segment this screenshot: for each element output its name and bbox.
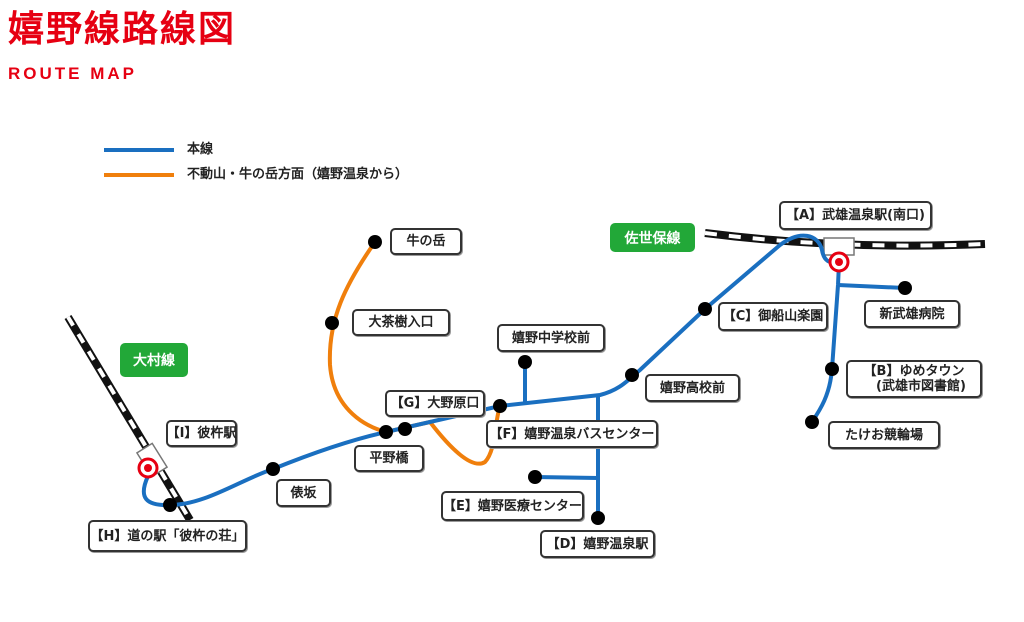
stop-dot-chugakko xyxy=(518,355,532,369)
stop-label-chugakko[interactable]: 嬉野中学校前 xyxy=(497,324,605,352)
legend-main-line-swatch xyxy=(104,148,174,152)
stop-label-ochaki[interactable]: 大茶樹入口 xyxy=(352,309,450,336)
stop-dot-d xyxy=(591,511,605,525)
stop-dot-ushinodake xyxy=(368,235,382,249)
stop-dot-b xyxy=(825,362,839,376)
stop-dot-koko xyxy=(625,368,639,382)
main-line-route xyxy=(141,233,906,518)
stop-dot-tawarazaka xyxy=(266,462,280,476)
stop-label-b-line1: 【B】ゆめタウン xyxy=(863,364,965,379)
stop-dot-shin-takeo xyxy=(898,281,912,295)
omura-line-tag: 大村線 xyxy=(120,343,188,377)
branch-line-route xyxy=(327,240,502,466)
stop-dot-g xyxy=(493,399,507,413)
stop-label-e[interactable]: 【E】嬉野医療センター xyxy=(441,491,584,521)
stop-label-koko[interactable]: 嬉野高校前 xyxy=(645,374,740,402)
legend-main-line-label: 本線 xyxy=(187,142,214,157)
page-subtitle: ROUTE MAP xyxy=(8,64,137,83)
sasebo-line-tag: 佐世保線 xyxy=(610,223,695,252)
stop-label-c[interactable]: 【C】御船山楽園 xyxy=(718,302,828,331)
stop-label-shin-takeo[interactable]: 新武雄病院 xyxy=(864,300,960,328)
stop-dot-hiranobashi-2 xyxy=(398,422,412,436)
stop-label-h[interactable]: 【H】道の駅「彼杵の荘」 xyxy=(88,520,247,552)
station-marker-i xyxy=(137,457,159,479)
stop-dot-c xyxy=(698,302,712,316)
stop-dot-ochaki xyxy=(325,316,339,330)
legend-branch-line-label: 不動山・牛の岳方面（嬉野温泉から） xyxy=(187,167,409,182)
omura-rail-line xyxy=(64,314,194,523)
stop-label-d[interactable]: 【D】嬉野温泉駅 xyxy=(540,530,655,558)
stop-label-i[interactable]: 【I】彼杵駅 xyxy=(166,420,237,447)
stop-label-ushinodake[interactable]: 牛の岳 xyxy=(390,228,462,255)
stop-label-keirin[interactable]: たけお競輪場 xyxy=(828,421,940,449)
stop-label-a[interactable]: 【A】武雄温泉駅(南口) xyxy=(779,201,932,230)
stop-dot-hiranobashi xyxy=(379,425,393,439)
stop-label-g[interactable]: 【G】大野原口 xyxy=(385,390,485,417)
stop-label-f[interactable]: 【F】嬉野温泉バスセンター xyxy=(486,420,658,448)
stop-dot-e xyxy=(528,470,542,484)
stop-dot-keirin xyxy=(805,415,819,429)
stop-label-b[interactable]: 【B】ゆめタウン (武雄市図書館) xyxy=(846,360,982,398)
stop-label-tawarazaka[interactable]: 俵坂 xyxy=(276,479,331,507)
stop-dot-h xyxy=(163,498,177,512)
stop-label-hiranobashi[interactable]: 平野橋 xyxy=(354,445,424,472)
stop-label-b-line2: (武雄市図書館) xyxy=(876,379,966,394)
legend-branch-line-swatch xyxy=(104,173,174,177)
station-marker-a xyxy=(828,251,850,273)
page-title: 嬉野線路線図 xyxy=(8,9,237,50)
